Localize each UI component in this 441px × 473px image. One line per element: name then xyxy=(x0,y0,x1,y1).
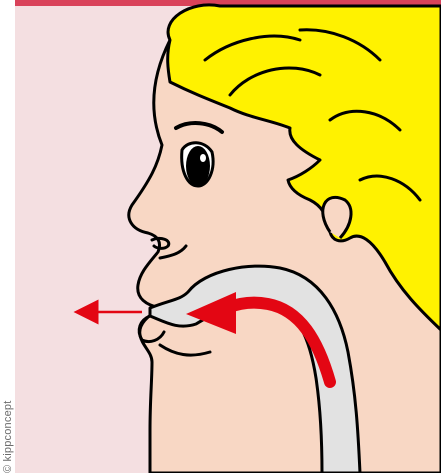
eye-highlight xyxy=(200,154,206,162)
pupil xyxy=(186,146,210,186)
illustration-frame xyxy=(15,0,441,473)
image-credit: © kippconcept xyxy=(2,401,14,473)
head-profile-illustration xyxy=(15,0,441,473)
